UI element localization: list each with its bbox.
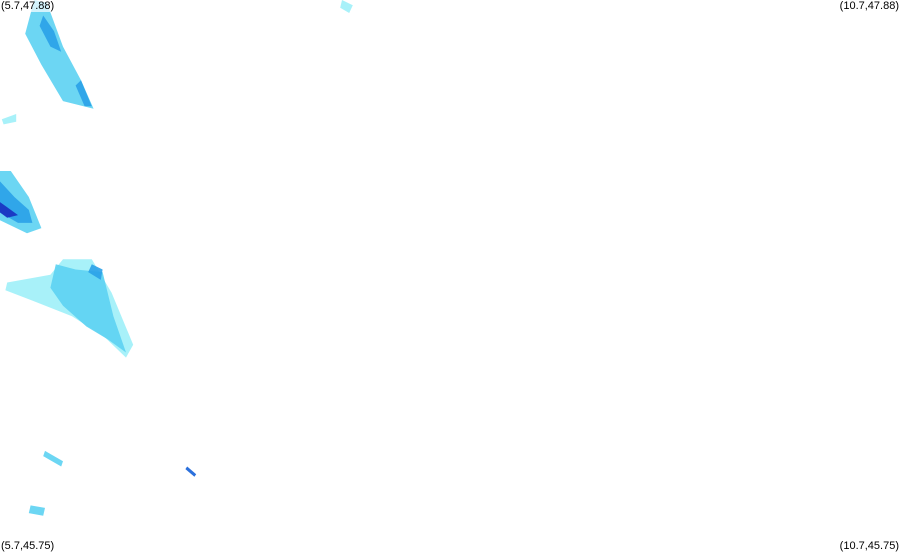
corner-label-bottom-right: (10.7,45.75) bbox=[838, 540, 900, 552]
echo-central-band-core bbox=[50, 264, 126, 353]
corner-label-top-left: (5.7,47.88) bbox=[0, 0, 56, 12]
echo-central-band-streak bbox=[88, 264, 103, 280]
corner-label-top-right: (10.7,47.88) bbox=[838, 0, 900, 12]
echo-west-cell-heavy bbox=[0, 202, 18, 218]
echo-south-spot-3 bbox=[28, 505, 45, 516]
echo-north-band-core bbox=[39, 15, 62, 52]
corner-label-bottom-left: (5.7,45.75) bbox=[0, 540, 56, 552]
echo-south-spot-1 bbox=[43, 450, 63, 467]
echo-south-spot-2 bbox=[185, 466, 197, 477]
echo-west-edge-spot bbox=[1, 114, 17, 125]
echo-north-band-tail bbox=[75, 80, 92, 107]
echo-scatter-north bbox=[340, 0, 353, 13]
